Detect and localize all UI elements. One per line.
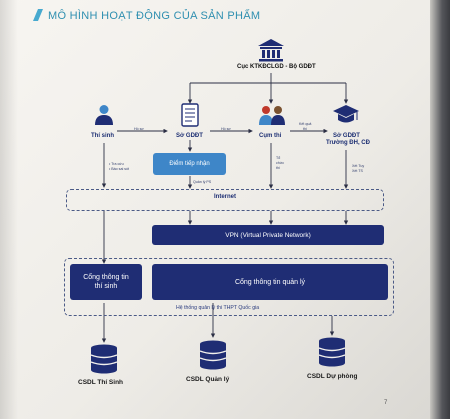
candidate-label: Thí sinh	[91, 133, 114, 139]
people-group-icon	[259, 106, 285, 125]
dept-label: Sở GDĐT	[176, 133, 203, 139]
table-edge	[430, 0, 450, 419]
portal-management-box: Cổng thông tin quản lý	[152, 264, 388, 300]
edge-label-xet-tn-line2: Xét TS	[352, 169, 363, 173]
title-slash-icon	[33, 9, 43, 21]
portal-candidate-line2: thí sinh	[94, 283, 118, 290]
internet-band	[66, 189, 384, 211]
edge-label-to-chuc-line3: thi	[276, 166, 280, 170]
bank-building-icon	[258, 39, 284, 62]
edge-label-quan-ly-ps: Quản lý PS	[193, 180, 212, 184]
portal-candidate-box: Cổng thông tin thí sinh	[70, 264, 142, 300]
document-icon	[181, 103, 199, 127]
edge-label-to-chuc-line2: chức	[276, 161, 284, 165]
db-candidate-label: CSDL Thí Sinh	[78, 379, 124, 386]
system-area	[64, 258, 394, 316]
dept2-label-line1: Sở GDĐT	[333, 133, 360, 139]
graduation-cap-icon	[333, 105, 359, 123]
edge-label-ho-so-1: Hồ sơ	[134, 127, 144, 131]
edge-label-ket-qua-line1: Kết quả	[299, 122, 312, 126]
reception-point-box: Điểm tiếp nhận	[153, 153, 226, 175]
database-icon	[199, 340, 227, 370]
internet-label: Internet	[214, 194, 237, 200]
edge-label-ket-qua-line2: thi	[303, 127, 307, 131]
db-management-label: CSDL Quản lý	[186, 376, 230, 383]
database-icon	[318, 337, 346, 367]
cluster-label: Cụm thi	[259, 133, 282, 139]
db-backup-label: CSDL Dự phòng	[307, 373, 358, 380]
dept2-label-line2: Trường ĐH, CĐ	[326, 140, 370, 146]
database-icon	[90, 344, 118, 374]
page-title: MÔ HÌNH HOẠT ĐỘNG CỦA SẢN PHẨM	[48, 10, 261, 22]
person-icon	[95, 105, 113, 125]
ministry-label: Cục KTKĐCLGD - Bộ GDĐT	[237, 64, 316, 70]
edge-label-to-chuc-line1: Tổ	[276, 156, 281, 160]
portal-candidate-line1: Cổng thông tin	[83, 274, 129, 281]
edge-label-xet-tn-line1: Xét Tuy	[352, 164, 365, 168]
edge-label-tra-cuu: • Tra cứu	[109, 162, 124, 166]
page-number: 7	[384, 400, 388, 406]
edge-label-ho-so-2: Hồ sơ	[221, 127, 231, 131]
edge-label-bao-sai-sot: • Báo sai sót	[109, 167, 130, 171]
vpn-box: VPN (Virtual Private Network)	[152, 225, 384, 245]
system-name-label: Hệ thống quản lý thi THPT Quốc gia	[176, 305, 260, 311]
